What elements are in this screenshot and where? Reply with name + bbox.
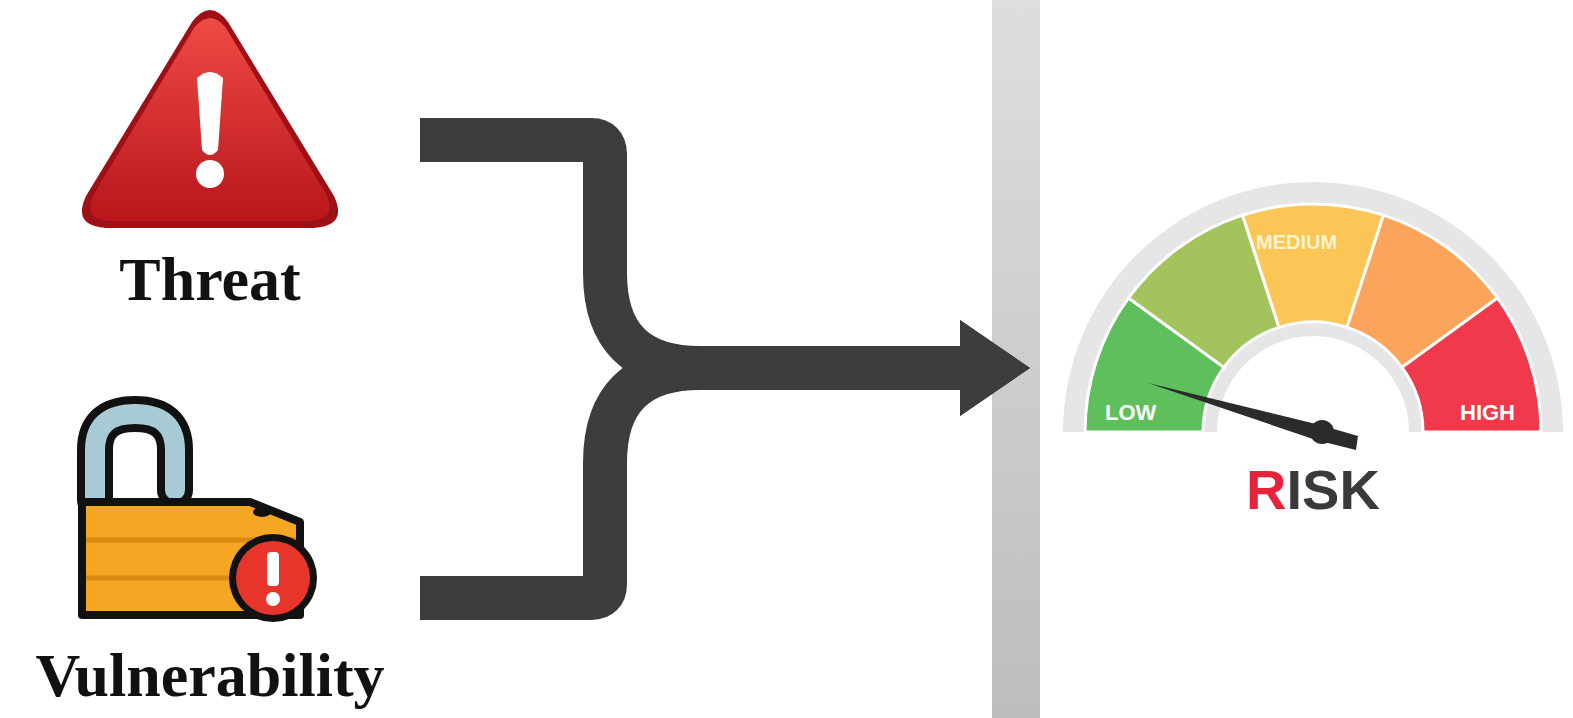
node-label: Threat [0, 248, 420, 310]
keyhole [253, 507, 271, 517]
connector-line [420, 368, 962, 598]
alert-badge [236, 541, 310, 615]
gauge-label: HIGH [1460, 402, 1515, 424]
gauge-title: RISK [1030, 462, 1573, 518]
exclamation-dot [196, 160, 224, 188]
warning-triangle-edge [82, 10, 338, 228]
node-label: Vulnerability [0, 644, 420, 706]
vulnerability-node: Vulnerability [0, 400, 420, 718]
connector-line [420, 140, 962, 368]
gauge-segment [1402, 298, 1541, 432]
padlock-body [82, 502, 300, 615]
alert-badge-outline [229, 534, 317, 622]
exclamation-bar [197, 72, 223, 155]
warning-triangle [90, 18, 329, 221]
exclamation-bar [267, 552, 279, 586]
risk-gauge: RISK LOW MEDIUM HIGH [1030, 170, 1573, 550]
gauge-label: LOW [1105, 402, 1156, 424]
padlock-shackle [95, 414, 175, 500]
gauge-needle [1148, 383, 1358, 450]
arrow-head [960, 320, 1030, 416]
merge-connector [420, 320, 1030, 598]
arrow-head [960, 320, 1030, 416]
exclamation-dot [266, 592, 280, 606]
gauge-rim [1063, 182, 1563, 432]
needle-pivot [1310, 420, 1334, 444]
threat-node: Threat [0, 0, 420, 320]
shackle-outline [95, 414, 175, 500]
gauge-label: MEDIUM [1256, 232, 1337, 252]
